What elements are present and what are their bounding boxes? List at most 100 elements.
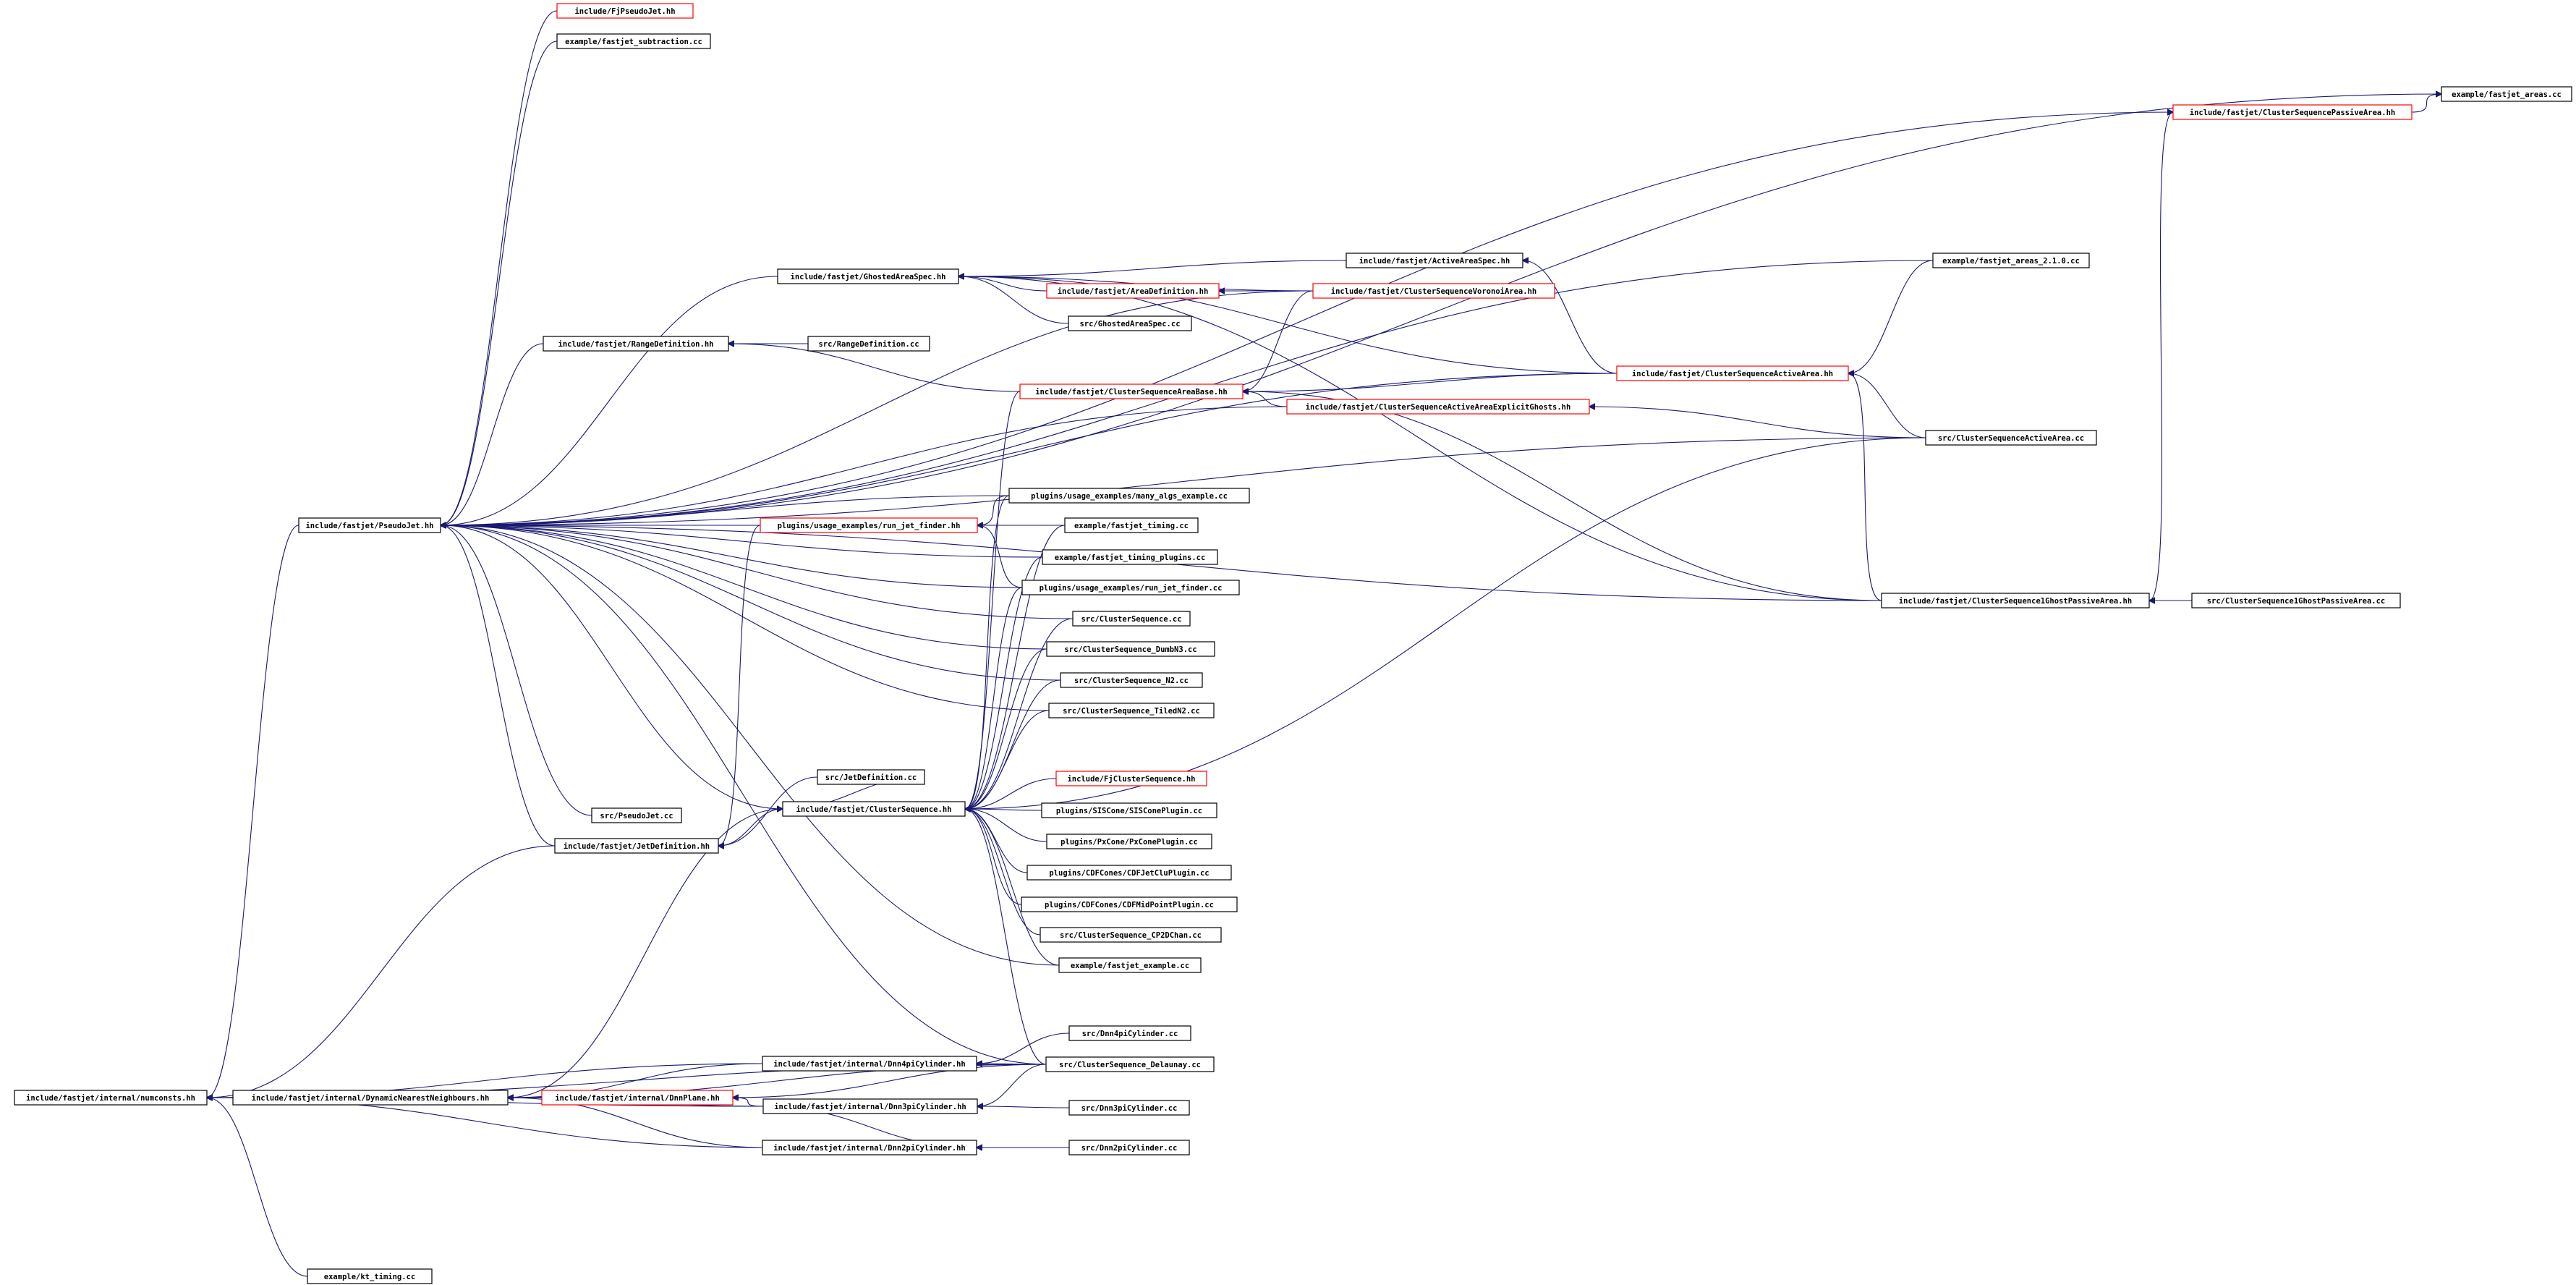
edge-many-algs-to-run-jet-finder-hh (977, 495, 1010, 525)
graph-node-fj-subtraction[interactable]: example/fastjet_subtraction.cc (556, 33, 711, 49)
graph-node-fj-clusterseq[interactable]: include/FjClusterSequence.hh (1055, 771, 1207, 786)
node-box (1041, 802, 1217, 818)
node-label: include/fastjet/ClusterSequenceActiveAre… (1632, 370, 1833, 378)
node-label: example/fastjet_areas_2.1.0.cc (1942, 257, 2080, 266)
node-box (1040, 927, 1222, 943)
graph-node-pxcone[interactable]: plugins/PxCone/PxConePlugin.cc (1046, 834, 1212, 849)
graph-node-dnn4pi-cc[interactable]: src/Dnn4piCylinder.cc (1068, 1025, 1191, 1041)
edge-cs-n2-to-cs-hh (965, 679, 1061, 809)
graph-node-dnn2pi-hh[interactable]: include/fastjet/internal/Dnn2piCylinder.… (762, 1140, 977, 1155)
edge-cs-passive-to-fj-areas (2411, 94, 2441, 113)
graph-node-rangedef-cc[interactable]: src/RangeDefinition.cc (807, 336, 930, 352)
node-label: src/ClusterSequence_TiledN2.cc (1063, 707, 1200, 716)
edge-cs-cc-to-pseudojet-hh (441, 525, 1074, 619)
graph-node-cs-dumbn3[interactable]: src/ClusterSequence_DumbN3.cc (1046, 641, 1215, 657)
graph-node-many-algs[interactable]: plugins/usage_examples/many_algs_example… (1008, 488, 1250, 504)
graph-node-siscone[interactable]: plugins/SISCone/SISConePlugin.cc (1041, 802, 1217, 818)
graph-node-kt-timing[interactable]: example/kt_timing.cc (307, 1268, 433, 1284)
graph-node-fj-pseudojet[interactable]: include/FjPseudoJet.hh (556, 3, 694, 19)
edge-jetdef-hh-to-numconsts (207, 845, 556, 1098)
graph-node-cs-tiledn2[interactable]: src/ClusterSequence_TiledN2.cc (1048, 703, 1215, 718)
node-box (1072, 611, 1191, 627)
graph-node-jetdef-cc[interactable]: src/JetDefinition.cc (817, 769, 925, 785)
graph-node-ghostedareaspec-hh[interactable]: include/fastjet/GhostedAreaSpec.hh (777, 268, 959, 284)
graph-node-jetdef-hh[interactable]: include/fastjet/JetDefinition.hh (554, 838, 719, 854)
graph-node-pseudojet-hh[interactable]: include/fastjet/PseudoJet.hh (298, 517, 441, 533)
node-label: example/fastjet_subtraction.cc (565, 38, 702, 46)
graph-node-cs-cc[interactable]: src/ClusterSequence.cc (1072, 611, 1191, 627)
graph-node-dnn3pi-cc[interactable]: src/Dnn3piCylinder.cc (1068, 1100, 1190, 1116)
graph-node-cs-1ghost-hh[interactable]: include/fastjet/ClusterSequence1GhostPas… (1881, 593, 2150, 608)
node-box (1021, 580, 1240, 595)
graph-node-cs-hh[interactable]: include/fastjet/ClusterSequence.hh (782, 801, 966, 817)
graph-node-dnn3pi-hh[interactable]: include/fastjet/internal/Dnn3piCylinder.… (762, 1098, 978, 1114)
edge-dnn4pi-cc-to-dnn4pi-hh (977, 1032, 1070, 1064)
edge-fj-timing-to-cs-hh (965, 525, 1066, 809)
node-box (1932, 253, 2090, 268)
graph-node-cs-active-cc[interactable]: src/ClusterSequenceActiveArea.cc (1925, 430, 2097, 446)
edge-fj-subtraction-to-pseudojet-hh (441, 41, 558, 525)
graph-node-cdfmidpoint[interactable]: plugins/CDFCones/CDFMidPointPlugin.cc (1021, 896, 1238, 912)
edge-fj-areas-to-pseudojet-hh (441, 93, 2442, 525)
edge-pseudojet-cc-to-pseudojet-hh (441, 525, 592, 816)
node-box (2441, 86, 2572, 102)
graph-node-fj-timing[interactable]: example/fastjet_timing.cc (1064, 517, 1199, 533)
node-box (1046, 834, 1212, 849)
graph-node-areadefinition[interactable]: include/fastjet/AreaDefinition.hh (1046, 283, 1220, 299)
node-box (1045, 1056, 1215, 1072)
node-box (1881, 593, 2150, 608)
edge-cs-1ghost-hh-to-cs-areabase (1243, 391, 1882, 601)
graph-node-cs-1ghost-cc[interactable]: src/ClusterSequence1GhostPassiveArea.cc (2191, 593, 2401, 608)
node-label: src/Dnn3piCylinder.cc (1081, 1104, 1178, 1113)
graph-node-cs-areabase[interactable]: include/fastjet/ClusterSequenceAreaBase.… (1019, 383, 1244, 399)
node-label: src/ClusterSequence_DumbN3.cc (1064, 645, 1196, 654)
graph-node-rangedef-hh[interactable]: include/fastjet/RangeDefinition.hh (543, 336, 729, 352)
node-label: src/RangeDefinition.cc (818, 340, 919, 349)
graph-node-dnn4pi-hh[interactable]: include/fastjet/internal/Dnn4piCylinder.… (762, 1056, 977, 1072)
graph-node-cdfjetclu[interactable]: plugins/CDFCones/CDFJetCluPlugin.cc (1026, 865, 1232, 881)
edge-cs-active-cc-to-cs-active-eg (1589, 407, 1926, 438)
node-box (1042, 549, 1218, 565)
graph-node-cs-voronoi[interactable]: include/fastjet/ClusterSequenceVoronoiAr… (1312, 283, 1555, 299)
node-label: example/fastjet_timing.cc (1074, 522, 1189, 530)
node-label: include/fastjet/ClusterSequence1GhostPas… (1899, 597, 2132, 606)
node-box (541, 1090, 734, 1106)
node-label: plugins/CDFCones/CDFMidPointPlugin.cc (1045, 901, 1214, 909)
node-label: src/JetDefinition.cc (825, 773, 917, 782)
node-label: plugins/SISCone/SISConePlugin.cc (1056, 807, 1202, 815)
node-label: plugins/usage_examples/run_jet_finder.hh (778, 522, 961, 530)
edge-cs-active-hh-to-pseudojet-hh (441, 373, 1618, 525)
graph-node-cs-active-hh[interactable]: include/fastjet/ClusterSequenceActiveAre… (1616, 365, 1849, 381)
node-label: example/kt_timing.cc (324, 1273, 415, 1281)
graph-node-cs-n2[interactable]: src/ClusterSequence_N2.cc (1060, 672, 1203, 688)
graph-node-fj-areas[interactable]: example/fastjet_areas.cc (2441, 86, 2572, 102)
node-box (1019, 383, 1244, 399)
node-label: plugins/usage_examples/run_jet_finder.cc (1040, 584, 1223, 593)
graph-node-ghostedareaspec-cc[interactable]: src/GhostedAreaSpec.cc (1068, 315, 1192, 331)
node-box (1046, 641, 1215, 657)
graph-node-fj-areas-210[interactable]: example/fastjet_areas_2.1.0.cc (1932, 253, 2090, 268)
node-label: include/fastjet/internal/Dnn4piCylinder.… (773, 1060, 966, 1069)
graph-node-dnn2pi-cc[interactable]: src/Dnn2piCylinder.cc (1068, 1140, 1190, 1155)
graph-node-cs-delaunay[interactable]: src/ClusterSequence_Delaunay.cc (1045, 1056, 1215, 1072)
node-box (762, 1140, 977, 1155)
graph-node-run-jet-finder-cc[interactable]: plugins/usage_examples/run_jet_finder.cc (1021, 580, 1240, 595)
graph-node-fj-example[interactable]: example/fastjet_example.cc (1058, 957, 1202, 973)
graph-node-pseudojet-cc[interactable]: src/PseudoJet.cc (591, 807, 682, 823)
node-box (1068, 315, 1192, 331)
node-label: example/fastjet_timing_plugins.cc (1055, 554, 1206, 562)
node-box (762, 1056, 977, 1072)
graph-node-fj-timing-plugins[interactable]: example/fastjet_timing_plugins.cc (1042, 549, 1218, 565)
node-box (591, 807, 682, 823)
graph-node-run-jet-finder-hh[interactable]: plugins/usage_examples/run_jet_finder.hh (760, 517, 978, 533)
edge-cs-1ghost-hh-to-cs-active-hh (1848, 373, 1882, 601)
edge-dnn3pi-cc-to-dnn3pi-hh (977, 1106, 1070, 1108)
graph-node-activeareaspec[interactable]: include/fastjet/ActiveAreaSpec.hh (1346, 253, 1523, 268)
graph-node-cs-active-eg[interactable]: include/fastjet/ClusterSequenceActiveAre… (1286, 399, 1590, 415)
graph-node-cs-passive[interactable]: include/fastjet/ClusterSequencePassiveAr… (2172, 104, 2413, 120)
node-label: include/FjClusterSequence.hh (1067, 775, 1195, 784)
node-box (1068, 1025, 1191, 1041)
graph-node-dnnplane[interactable]: include/fastjet/internal/DnnPlane.hh (541, 1090, 734, 1106)
graph-node-dnn-hh[interactable]: include/fastjet/internal/DynamicNearestN… (232, 1090, 509, 1106)
graph-node-cs-cp2dchan[interactable]: src/ClusterSequence_CP2DChan.cc (1040, 927, 1222, 943)
